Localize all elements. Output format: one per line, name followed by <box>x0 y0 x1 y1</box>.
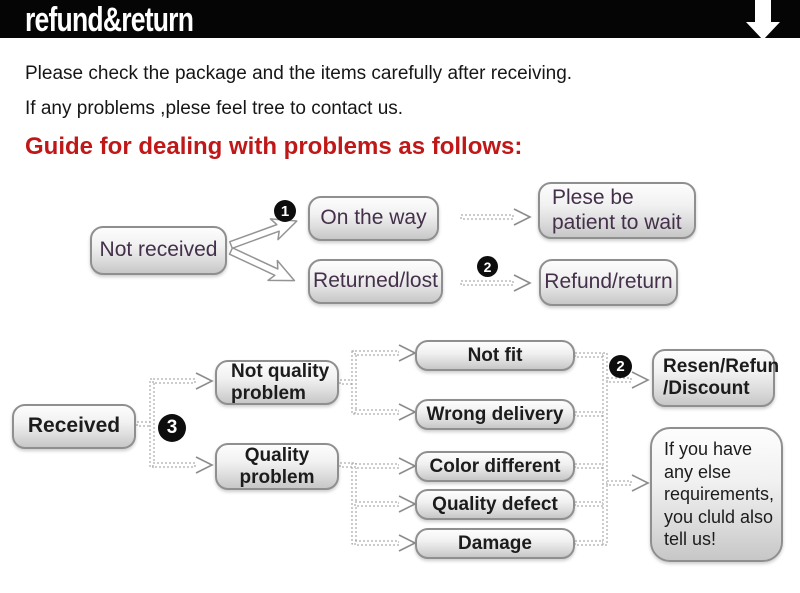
header-bar: refund&return <box>0 0 800 39</box>
node-damage: Damage <box>415 528 575 559</box>
node-not-quality-problem: Not quality problem <box>215 360 339 405</box>
down-arrow-icon <box>746 0 780 40</box>
node-plese-be-patient: Plese be patient to wait <box>538 182 696 239</box>
connector-on-the-way-to-wait <box>460 208 532 226</box>
node-color-different: Color different <box>415 451 575 482</box>
connector-merge-rail <box>574 352 650 546</box>
connector-not-received-branches <box>228 218 298 282</box>
node-quality-problem: Quality problem <box>215 443 339 490</box>
intro-line-2: If any problems ,plese feel tree to cont… <box>25 98 404 119</box>
guide-heading: Guide for dealing with problems as follo… <box>25 133 523 160</box>
node-not-fit: Not fit <box>415 340 575 371</box>
step-3-badge: 3 <box>158 414 186 442</box>
intro-line-1: Please check the package and the items c… <box>25 63 573 84</box>
step-2-badge-second: 2 <box>609 355 632 378</box>
node-not-received: Not received <box>90 226 227 275</box>
node-resen-refun-discount: Resen/Refun /Discount <box>652 349 779 407</box>
node-received: Received <box>12 404 136 449</box>
node-returned-lost: Returned/lost <box>308 259 443 304</box>
node-on-the-way: On the way <box>308 196 439 241</box>
connector-quality-branches <box>339 457 417 552</box>
step-1-badge: 1 <box>274 200 296 222</box>
connector-not-quality-branches <box>339 344 417 421</box>
node-quality-defect: Quality defect <box>415 489 575 520</box>
node-refund-return: Refund/return <box>539 259 678 306</box>
page-title: refund&return <box>25 1 194 39</box>
node-if-you-have: If you have any else requirements, you c… <box>650 427 783 562</box>
connector-returned-to-refund <box>460 274 532 292</box>
node-wrong-delivery: Wrong delivery <box>415 399 575 430</box>
step-2-badge: 2 <box>477 256 498 277</box>
